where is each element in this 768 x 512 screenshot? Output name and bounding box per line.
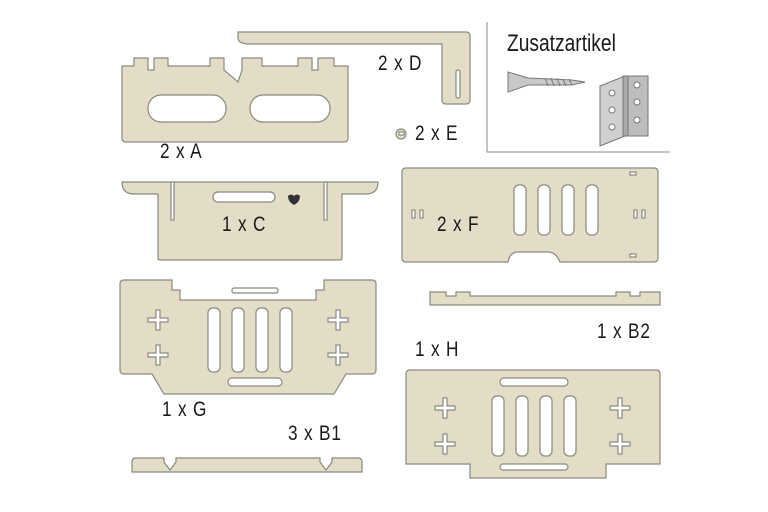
label-part-f: 2 x F xyxy=(437,213,480,236)
label-part-e: 2 x E xyxy=(415,122,459,145)
part-g xyxy=(119,279,377,395)
part-f xyxy=(401,167,659,263)
extras-title: Zusatzartikel xyxy=(507,30,616,57)
part-e xyxy=(395,128,407,140)
label-part-b1: 3 x B1 xyxy=(288,422,342,445)
part-c xyxy=(121,181,379,261)
label-part-d: 2 x D xyxy=(378,52,423,75)
part-b1 xyxy=(131,457,363,473)
hinge-icon xyxy=(599,75,649,147)
part-d xyxy=(237,31,471,105)
label-part-b2: 1 x B2 xyxy=(597,320,651,343)
label-part-g: 1 x G xyxy=(162,398,208,421)
label-part-a: 2 x A xyxy=(160,140,203,163)
part-h xyxy=(405,369,661,479)
label-part-c: 1 x C xyxy=(222,213,267,236)
part-a xyxy=(121,57,349,143)
brand-logo xyxy=(288,194,300,205)
screw-icon xyxy=(507,71,586,93)
label-part-h: 1 x H xyxy=(415,338,460,361)
extras-divider xyxy=(486,22,670,153)
part-b2 xyxy=(429,291,661,306)
